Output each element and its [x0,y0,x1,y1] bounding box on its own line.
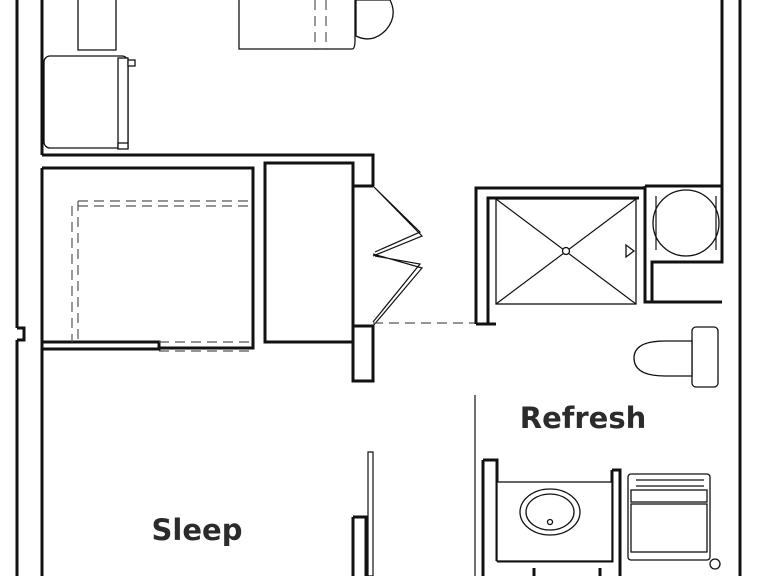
heater-closet-wall [643,184,724,304]
sleep-area-walls [351,451,374,576]
washer-body [43,55,129,149]
left-wall-jamb [17,326,26,342]
closet [40,153,476,383]
shower-inner-wall [476,196,639,326]
room-label-refresh: Refresh [520,401,647,435]
stove-icon [627,473,721,570]
water-heater-icon [652,189,720,257]
closet-shelf-dash [71,200,253,342]
sleep-divider-panel [367,451,374,576]
stove-control-panel [630,489,708,503]
shower-drain [561,246,571,256]
stove-knob [709,558,721,570]
vanity-bottom-wall [532,568,602,576]
washer-panel [117,57,129,149]
water-heater-frame [655,196,717,250]
room-label-sleep: Sleep [152,513,243,547]
sink-icon [496,481,613,562]
toilet-bowl [633,340,693,377]
washer-knob-bottom [117,142,129,150]
bed-pillow-dash [314,0,327,49]
sink-basin-inner [525,493,575,531]
counter-left [77,0,117,51]
closet-door-jambs [351,163,375,383]
bifold-door [372,185,424,327]
sleep-wall-stub [351,515,368,576]
bed-icon [238,0,394,50]
sink-drain [546,518,554,526]
outer-walls [15,0,742,576]
closet-bottom-ledge [40,340,161,351]
shower-icon [495,198,637,305]
washer-icon [43,55,136,150]
washer-knob-top [127,59,136,67]
toilet-icon [633,326,719,388]
vanity-walls [481,458,622,576]
bed-frame [238,0,356,50]
closet-top-wall [42,153,375,186]
bed-side-table [355,0,394,40]
stove-burner-lines [636,479,704,487]
shower-valve [625,243,636,259]
counter [77,0,117,51]
right-outer-wall [720,0,742,576]
water-heater-tank [652,189,720,257]
bathroom-walls [474,184,724,576]
stove-oven-door [630,503,708,553]
toilet-tank [691,326,719,388]
